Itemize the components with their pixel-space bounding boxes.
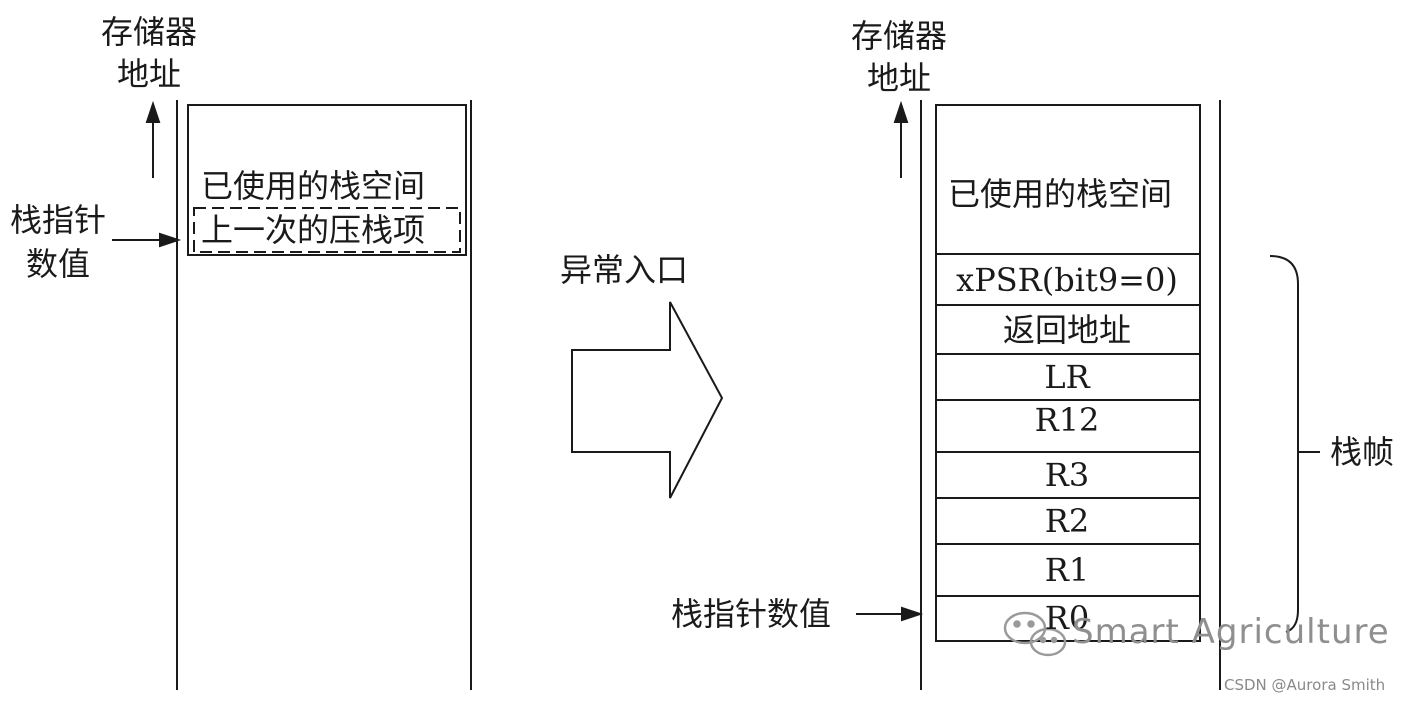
frame-cell-r3: R3 [1044,456,1090,494]
right-address-label-line1: 存储器 [851,17,948,55]
left-sp-arrowhead [159,232,182,248]
left-sp-label-line2: 数值 [26,245,91,283]
left-last-push-label: 上一次的压栈项 [201,211,426,249]
left-used-stack-label: 已使用的栈空间 [201,167,426,205]
right-stack-box [935,104,1201,642]
frame-cell-xpsr: xPSR(bit9=0) [956,261,1178,299]
watermark-credit: CSDN @Aurora Smith [1224,676,1386,694]
exception-entry-arrow [571,301,724,499]
frame-cell-r0: R0 [1044,599,1090,637]
left-address-label-line2: 地址 [117,55,182,93]
stack-frame-label: 栈帧 [1330,433,1395,471]
right-sp-label: 栈指针数值 [671,595,832,633]
right-sp-arrowhead [901,606,924,622]
stack-frame-brace [1269,255,1299,633]
right-address-label-line2: 地址 [867,59,932,97]
frame-cell-lr: LR [1044,358,1090,396]
left-address-label-line1: 存储器 [101,13,198,51]
left-last-push-dashed-box [193,207,461,253]
watermark-brand: Smart Agriculture [1072,612,1390,652]
left-used-stack-box [187,104,467,256]
wechat-icon [1003,611,1067,657]
frame-cell-r1: R1 [1044,551,1090,589]
left-sp-label-line1: 栈指针 [10,201,107,239]
right-used-stack-label: 已使用的栈空间 [948,175,1173,213]
frame-cell-r12: R12 [1034,401,1100,439]
left-address-arrowhead [145,100,161,123]
frame-cell-return-address: 返回地址 [1002,310,1131,349]
exception-entry-label: 异常入口 [560,251,689,289]
right-address-arrowhead [893,100,909,123]
frame-cell-r2: R2 [1044,502,1090,540]
